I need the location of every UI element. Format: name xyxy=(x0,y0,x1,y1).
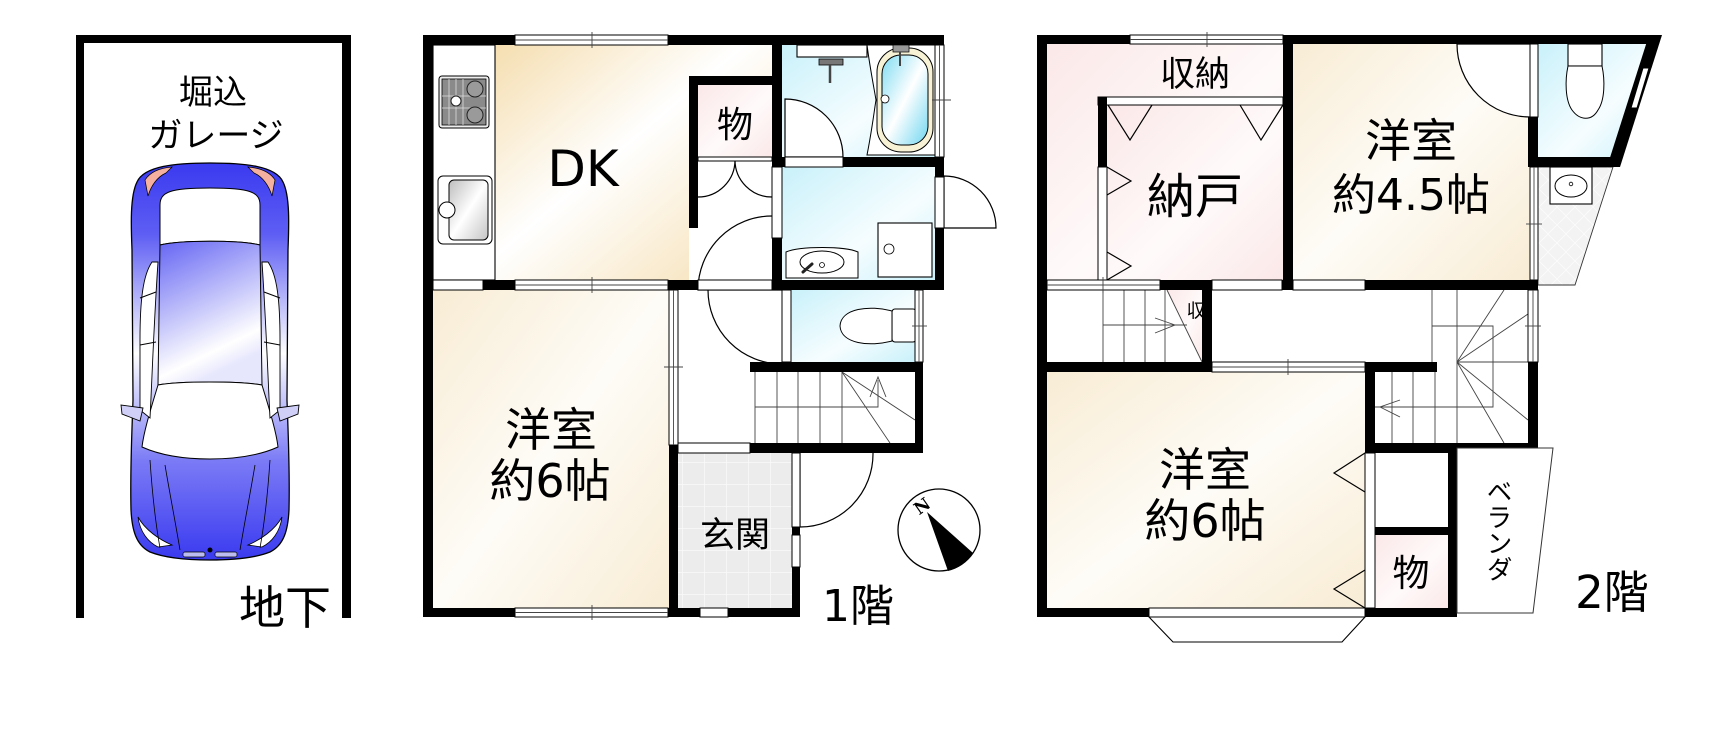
storage-floor-2f xyxy=(1375,535,1448,608)
floor-2-label: 2階 xyxy=(1575,566,1649,619)
storeroom-floor xyxy=(1107,105,1283,280)
entrance-floor xyxy=(678,453,792,608)
toilet-icon xyxy=(839,307,917,345)
storage-floor xyxy=(698,85,772,157)
window-icon xyxy=(514,277,669,293)
washbasin-icon xyxy=(785,247,859,279)
garage-top-wall xyxy=(76,35,351,43)
room-label-entrance: 玄関 xyxy=(700,516,770,556)
kitchen-sink-icon xyxy=(437,175,493,245)
room-label-western-room-south: 洋室 xyxy=(1159,443,1251,497)
folding-door-icon xyxy=(1106,104,1284,281)
door-swing-icon xyxy=(943,175,997,229)
stairs-icon xyxy=(1375,289,1529,444)
window-icon xyxy=(1211,359,1366,375)
basement-garage: 堀込 ガレージ 地下 xyxy=(76,35,351,635)
room-label-storage: 物 xyxy=(717,105,753,146)
room-label-western-room: 洋室 xyxy=(505,403,597,457)
toilet-icon xyxy=(1565,43,1605,119)
garage-label-line2: ガレージ xyxy=(148,116,283,156)
door-swing-icon xyxy=(784,98,844,158)
gas-stove-icon xyxy=(438,75,490,129)
window-icon xyxy=(932,44,951,158)
room-label-storage-2f: 物 xyxy=(1393,552,1430,595)
compass-north-arrow-icon: N xyxy=(897,488,981,572)
door-swing-icon xyxy=(707,289,783,365)
room-label-stair-storage: 収 xyxy=(1186,300,1205,322)
room-label-balcony: ベランダ xyxy=(1482,478,1512,582)
car-top-view-icon xyxy=(120,162,300,561)
folding-door-icon xyxy=(1332,452,1366,609)
closet-floor xyxy=(1047,44,1283,280)
room-label-western-room-north: 洋室 xyxy=(1365,114,1457,168)
dk-floor xyxy=(495,45,772,280)
room-label-storeroom: 納戸 xyxy=(1147,169,1243,225)
window-icon xyxy=(514,32,669,48)
room-label-closet: 収納 xyxy=(1160,55,1230,95)
closet-double-door-icon xyxy=(697,159,773,198)
garage-right-wall xyxy=(342,35,351,618)
floor-1: DK 物 洋室 約6帖 玄関 1階 xyxy=(423,32,997,632)
stairs-icon xyxy=(1102,289,1203,363)
room-label-dk: DK xyxy=(547,140,620,198)
front-door-swing-icon xyxy=(799,452,874,528)
room-size-western-room-south: 約6帖 xyxy=(1144,494,1265,548)
window-icon xyxy=(514,605,669,620)
western-room-floor xyxy=(433,290,669,608)
bathtub-icon xyxy=(796,44,936,156)
floor-2: 収納 納戸 洋室 約4.5帖 洋室 約6帖 収 物 ベランダ 2階 xyxy=(1037,32,1662,643)
washing-machine-pan-icon xyxy=(877,222,933,278)
room-size-western-room-north: 約4.5帖 xyxy=(1332,170,1490,221)
room-size-western-room: 約6帖 xyxy=(489,454,610,508)
western-room-south-floor xyxy=(1047,372,1365,608)
garage-left-wall xyxy=(76,35,84,618)
garage-label-line1: 堀込 xyxy=(179,73,247,113)
door-swing-icon xyxy=(1456,43,1531,118)
window-icon xyxy=(699,607,729,618)
floor-1-label: 1階 xyxy=(822,581,894,632)
balcony-outline xyxy=(1456,447,1554,614)
basement-floor-label: 地下 xyxy=(239,581,331,635)
stairs-icon xyxy=(754,371,916,444)
window-icon xyxy=(1525,289,1541,363)
bay-window-icon xyxy=(1147,607,1367,643)
washbasin-icon xyxy=(1549,166,1593,205)
window-icon xyxy=(1129,32,1284,47)
door-swing-icon xyxy=(697,215,773,291)
kitchen-counter xyxy=(432,44,496,281)
